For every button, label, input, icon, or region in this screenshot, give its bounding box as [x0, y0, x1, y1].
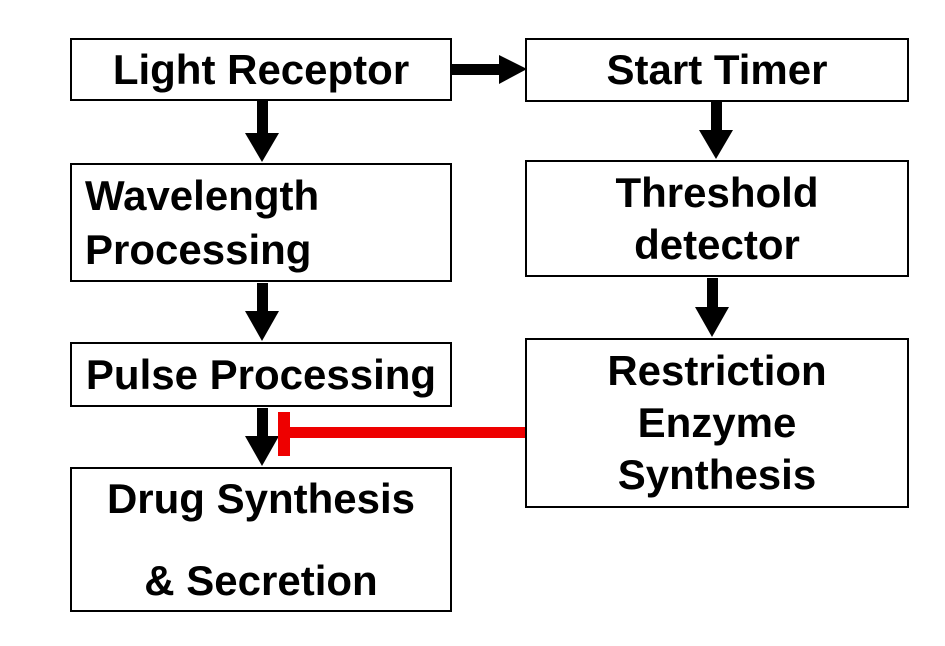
arrow-wavelength-to-pulse	[245, 283, 279, 341]
node-wavelength-processing: Wavelength Processing	[70, 163, 452, 282]
node-restriction-enzyme-synthesis-label: Restriction Enzyme Synthesis	[607, 347, 827, 498]
node-light-receptor-label: Light Receptor	[112, 45, 410, 93]
node-wavelength-processing-label: Wavelength Processing	[85, 171, 320, 273]
arrow-threshold-to-restriction	[695, 278, 729, 337]
node-pulse-processing: Pulse Processing	[70, 342, 452, 407]
node-restriction-enzyme-synthesis: Restriction Enzyme Synthesis	[525, 338, 909, 508]
node-start-timer-label: Start Timer	[606, 46, 828, 93]
inhibition-restriction-to-pulse-drug-arrow	[278, 412, 525, 456]
node-drug-synthesis-secretion: Drug Synthesis & Secretion	[70, 467, 452, 612]
node-threshold-detector-label: Threshold detector	[615, 168, 819, 268]
node-start-timer: Start Timer	[525, 38, 909, 102]
arrow-start-timer-to-threshold	[699, 102, 733, 159]
node-light-receptor: Light Receptor	[70, 38, 452, 101]
arrow-light-receptor-to-start-timer	[446, 55, 527, 84]
node-pulse-processing-label: Pulse Processing	[85, 350, 437, 398]
arrow-light-receptor-to-wavelength	[245, 101, 279, 162]
node-threshold-detector: Threshold detector	[525, 160, 909, 277]
node-drug-synthesis-secretion-label: Drug Synthesis & Secretion	[106, 475, 416, 604]
arrow-pulse-to-drug	[245, 408, 279, 466]
